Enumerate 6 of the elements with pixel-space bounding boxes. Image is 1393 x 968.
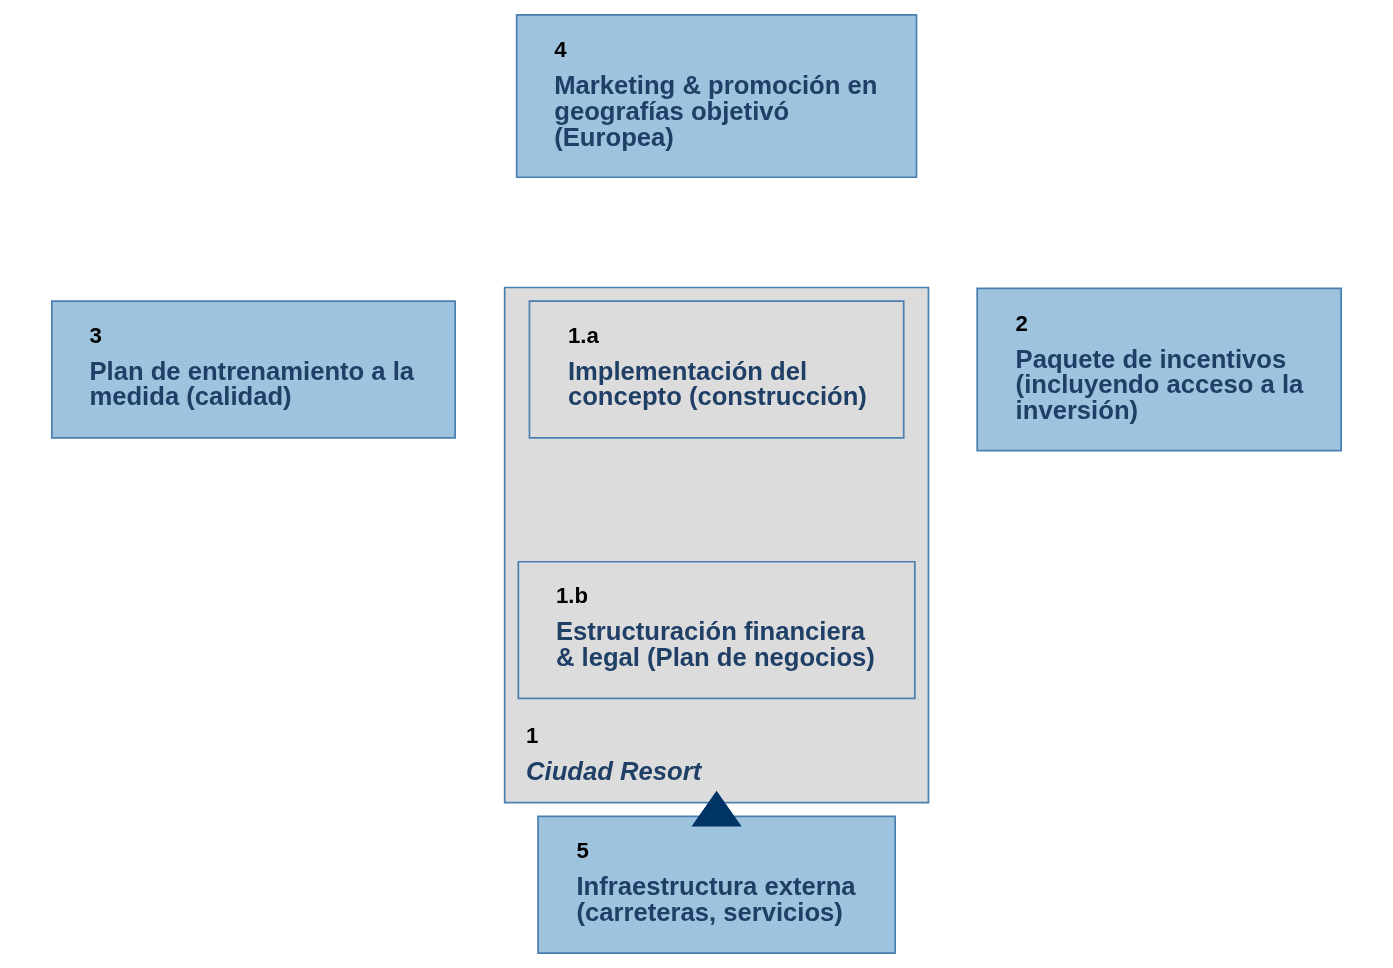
node-box: 4 Marketing & promoción en geografías objetivó (Europea) xyxy=(515,14,918,179)
node-box: 3 Plan de entrenamiento a la medida (calidad) xyxy=(51,300,456,439)
arrow xyxy=(691,790,742,827)
node-box: 1.a Implementación del concepto (construcción) xyxy=(528,300,905,439)
node-box: 1.b Estructuración financiera & legal (Plan de negocios) xyxy=(517,560,916,700)
node-box: 2 Paquete de incentivos (incluyendo acceso a la inversión) xyxy=(976,287,1342,452)
